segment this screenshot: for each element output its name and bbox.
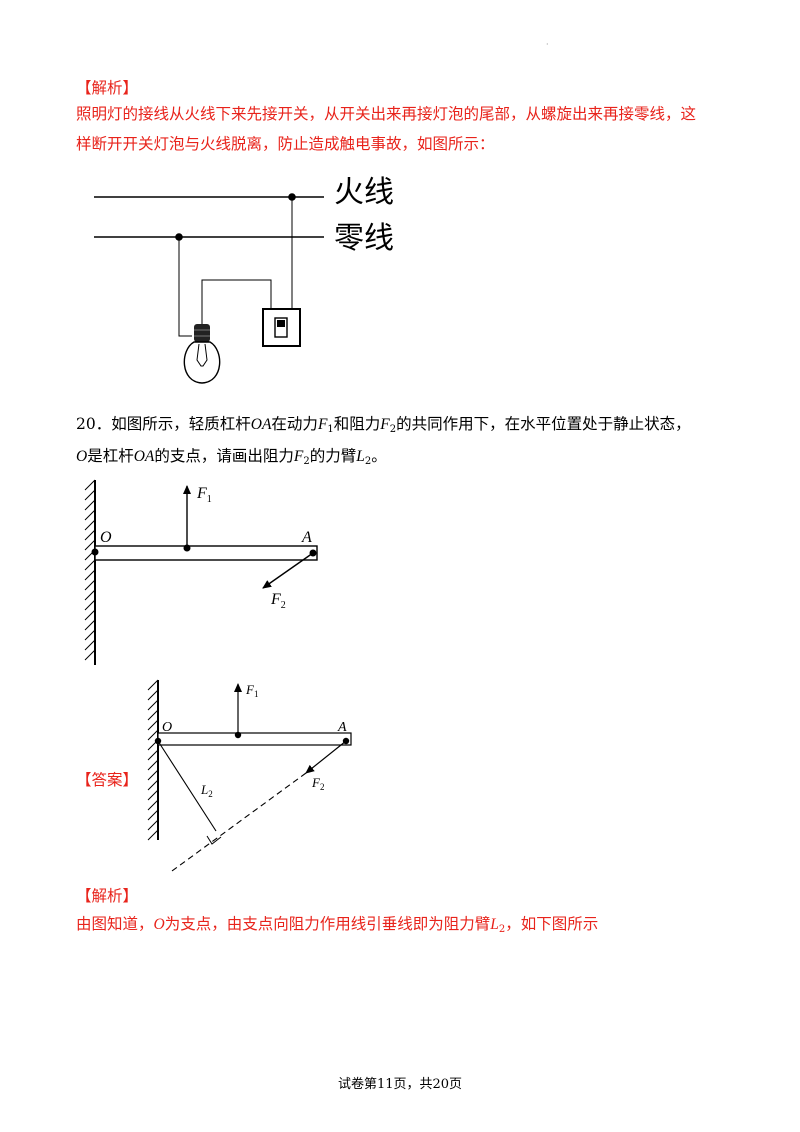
- label-a: A: [301, 529, 312, 546]
- force-f2-arrow: [262, 552, 314, 589]
- live-wire-label: 火线: [334, 175, 394, 210]
- page-footer: 试卷第11页，共20页: [337, 1077, 463, 1092]
- wall-hatching: [147, 679, 159, 841]
- analysis-line-1: 照明灯的接线从火线下来先接开关，从开关出来再接灯泡的尾部，从螺旋出来再接零线，这: [76, 105, 697, 123]
- label-f2: F2: [270, 591, 286, 611]
- lever-bar: [157, 732, 352, 746]
- right-angle-marker: [206, 835, 222, 845]
- label-f1: F1: [245, 682, 258, 699]
- label-o: O: [162, 720, 172, 735]
- lever-bar: [94, 545, 318, 561]
- question-line-1: 20．如图所示，轻质杠杆OA在动力F1和阻力F2的共同作用下，在水平位置处于静止…: [76, 415, 691, 435]
- label-f1: F1: [196, 485, 212, 505]
- pivot-o-dot: [91, 548, 99, 556]
- switch-icon: [262, 308, 301, 347]
- force-arm-l2-line: [157, 740, 217, 832]
- analysis-2-line-1: 由图知道，O为支点，由支点向阻力作用线引垂线即为阻力臂L2，如下图所示: [76, 915, 599, 935]
- corner-mark: ·: [546, 40, 549, 49]
- answer-tag: 【答案】: [76, 771, 139, 789]
- switch-to-bulb-wire: [201, 279, 272, 325]
- label-a: A: [337, 720, 347, 735]
- label-f2: F2: [311, 775, 324, 792]
- question-number: 20．: [76, 415, 112, 433]
- analysis-tag: 【解析】: [76, 79, 139, 97]
- label-o: O: [100, 529, 112, 546]
- bulb-icon: [183, 324, 221, 384]
- circuit-diagram: [94, 193, 324, 384]
- label-l2: L2: [200, 782, 213, 799]
- f2-action-line-extension: [171, 772, 307, 872]
- neutral-to-bulb-wire: [178, 237, 192, 337]
- analysis-tag-2: 【解析】: [76, 887, 139, 905]
- analysis-line-2: 样断开开关灯泡与火线脱离，防止造成触电事故，如图所示：: [76, 135, 495, 153]
- question-line-2: O是杠杆OA的支点，请画出阻力F2的力臂L2。: [76, 447, 387, 467]
- lever-diagram-answer: O A F1 F2 L2: [147, 679, 352, 872]
- force-f2-arrow: [305, 740, 347, 774]
- neutral-wire-label: 零线: [334, 221, 394, 256]
- wall-hatching: [84, 479, 96, 661]
- lever-diagram-question: O A F1 F2: [84, 479, 318, 665]
